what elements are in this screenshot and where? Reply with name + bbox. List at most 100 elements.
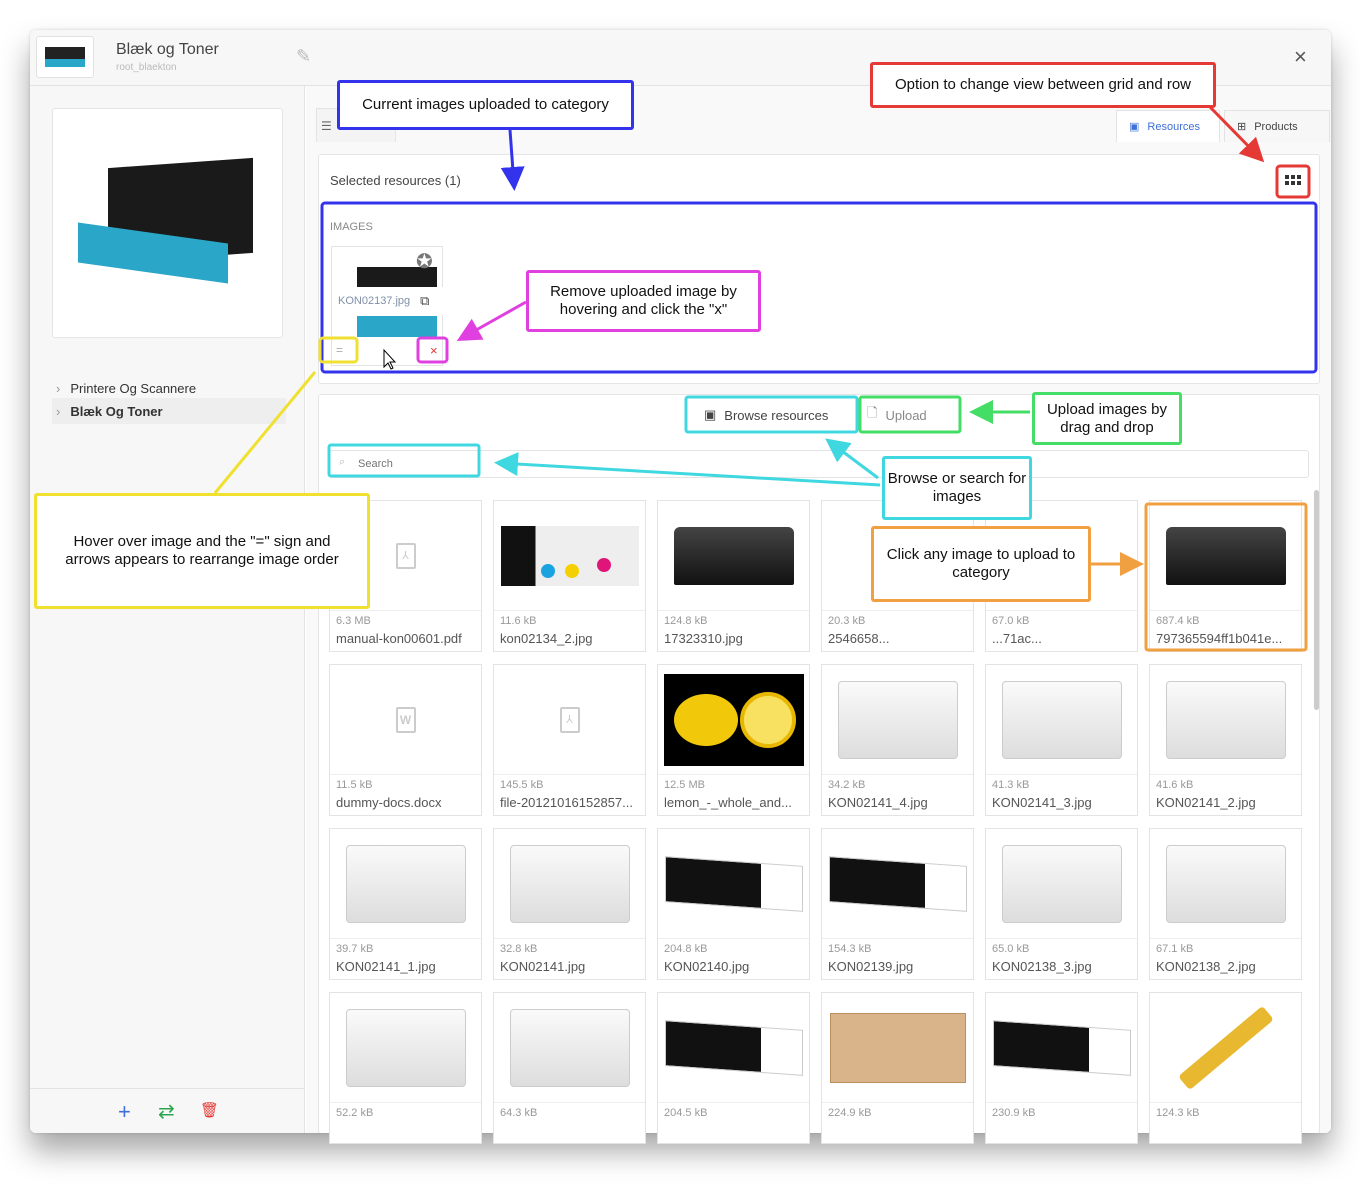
- move-button[interactable]: ⇄: [158, 1101, 175, 1123]
- resource-preview: ⅄: [330, 501, 481, 611]
- resource-item[interactable]: 41.3 kB KON02141_3.jpg: [985, 664, 1138, 816]
- resource-preview: [658, 665, 809, 775]
- browse-resources-button[interactable]: ▣Browse resources: [704, 405, 828, 425]
- resource-name: kon02134_2.jpg: [500, 631, 593, 646]
- delete-button[interactable]: 🗑: [200, 1102, 220, 1119]
- tree-item-blaek[interactable]: ›Blæk Og Toner: [52, 398, 286, 424]
- resource-name: 17323310.jpg: [664, 631, 743, 646]
- resource-size: 12.5 MB: [664, 779, 705, 791]
- remove-image-button[interactable]: ×: [430, 343, 438, 358]
- resource-size: 52.2 kB: [336, 1107, 374, 1119]
- annotation-current: Current images uploaded to category: [337, 80, 634, 130]
- resource-size: 124.8 kB: [664, 615, 708, 627]
- tab-label: Products: [1254, 120, 1298, 133]
- upload-button[interactable]: 🗋Upload: [867, 405, 927, 425]
- grid-view-toggle-icon[interactable]: [1280, 167, 1306, 193]
- resource-size: 230.9 kB: [992, 1107, 1036, 1119]
- close-button[interactable]: ×: [1294, 44, 1307, 69]
- tree-item-label: Blæk Og Toner: [70, 403, 163, 419]
- sidebar: › Printere Og Scannere ›Blæk Og Toner + ⇄…: [30, 86, 305, 1133]
- resource-preview: [494, 993, 645, 1103]
- header: Blæk og Toner root_blaekton ✎ ×: [30, 30, 1331, 86]
- image-thumbnail: [664, 855, 803, 912]
- resource-size: 41.3 kB: [992, 779, 1030, 791]
- image-thumbnail: [509, 844, 630, 923]
- button-label: Upload: [885, 407, 927, 423]
- images-section-label: IMAGES: [330, 221, 373, 233]
- image-thumbnail: [1001, 680, 1122, 759]
- resource-name: KON02141_1.jpg: [336, 959, 436, 974]
- image-thumbnail: [837, 680, 958, 759]
- image-thumbnail: [673, 526, 794, 585]
- word-file-icon: W: [395, 706, 416, 733]
- tree-item-label: Printere Og Scannere: [70, 380, 197, 396]
- resource-item[interactable]: 52.2 kB: [329, 992, 482, 1144]
- tab-resources[interactable]: ▣Resources: [1116, 110, 1220, 142]
- resource-name: KON02141_3.jpg: [992, 795, 1092, 810]
- resource-item[interactable]: 124.3 kB: [1149, 992, 1302, 1144]
- image-thumbnail: [345, 1008, 466, 1087]
- resource-size: 204.8 kB: [664, 943, 708, 955]
- resource-preview: [986, 665, 1137, 775]
- resource-preview: [1150, 993, 1301, 1103]
- resource-preview: [822, 993, 973, 1103]
- image-thumbnail: [992, 1019, 1131, 1076]
- category-slug: root_blaekton: [116, 62, 177, 73]
- resource-size: 11.5 kB: [336, 779, 373, 791]
- image-thumbnail: [664, 1019, 803, 1076]
- resource-size: 32.8 kB: [500, 943, 538, 955]
- search-input[interactable]: [329, 450, 1309, 478]
- resource-size: 41.6 kB: [1156, 779, 1194, 791]
- button-label: Browse resources: [724, 407, 829, 423]
- selected-image-filename: KON02137.jpg: [338, 295, 411, 307]
- resource-size: 687.4 kB: [1156, 615, 1200, 627]
- annotation-upload: Upload images by drag and drop: [1032, 392, 1182, 445]
- resource-preview: [658, 501, 809, 611]
- resource-item[interactable]: 64.3 kB: [493, 992, 646, 1144]
- image-thumbnail: [1165, 680, 1286, 759]
- annotation-hover: Hover over image and the "=" sign and ar…: [34, 493, 370, 609]
- resource-size: 224.9 kB: [828, 1107, 872, 1119]
- annotation-search: Browse or search for images: [882, 456, 1032, 520]
- category-thumbnail: [36, 36, 94, 78]
- annotation-remove: Remove uploaded image by hovering and cl…: [526, 270, 761, 332]
- scrollbar[interactable]: [1314, 490, 1319, 710]
- image-thumbnail: [1177, 1005, 1274, 1090]
- add-button[interactable]: +: [118, 1099, 131, 1124]
- resource-name: dummy-docs.docx: [336, 795, 442, 810]
- resource-size: 154.3 kB: [828, 943, 872, 955]
- drag-handle[interactable]: =: [336, 343, 344, 357]
- resource-item[interactable]: W 11.5 kB dummy-docs.docx: [329, 664, 482, 816]
- image-thumbnail: [828, 855, 967, 912]
- tree-item-printere[interactable]: › Printere Og Scannere: [56, 376, 286, 400]
- resource-item[interactable]: 204.5 kB: [657, 992, 810, 1144]
- sliders-icon: ☰: [321, 119, 332, 133]
- resource-size: 20.3 kB: [828, 615, 866, 627]
- copy-icon[interactable]: ⧉: [420, 293, 430, 308]
- resource-item[interactable]: 224.9 kB: [821, 992, 974, 1144]
- resource-item[interactable]: 124.8 kB 17323310.jpg: [657, 500, 810, 652]
- resource-preview: [494, 501, 645, 611]
- resource-item[interactable]: 230.9 kB: [985, 992, 1138, 1144]
- resource-preview: [494, 829, 645, 939]
- resource-size: 145.5 kB: [500, 779, 544, 791]
- chevron-right-icon: ›: [56, 380, 61, 396]
- image-thumbnail: [500, 525, 639, 586]
- annotation-view: Option to change view between grid and r…: [870, 62, 1216, 108]
- pencil-icon[interactable]: ✎: [296, 46, 312, 66]
- selected-image-card[interactable]: ✪ KON02137.jpg⧉ = ×: [331, 246, 444, 366]
- tab-products[interactable]: ⊞Products: [1224, 110, 1330, 142]
- search-icon: ⌕: [339, 456, 346, 468]
